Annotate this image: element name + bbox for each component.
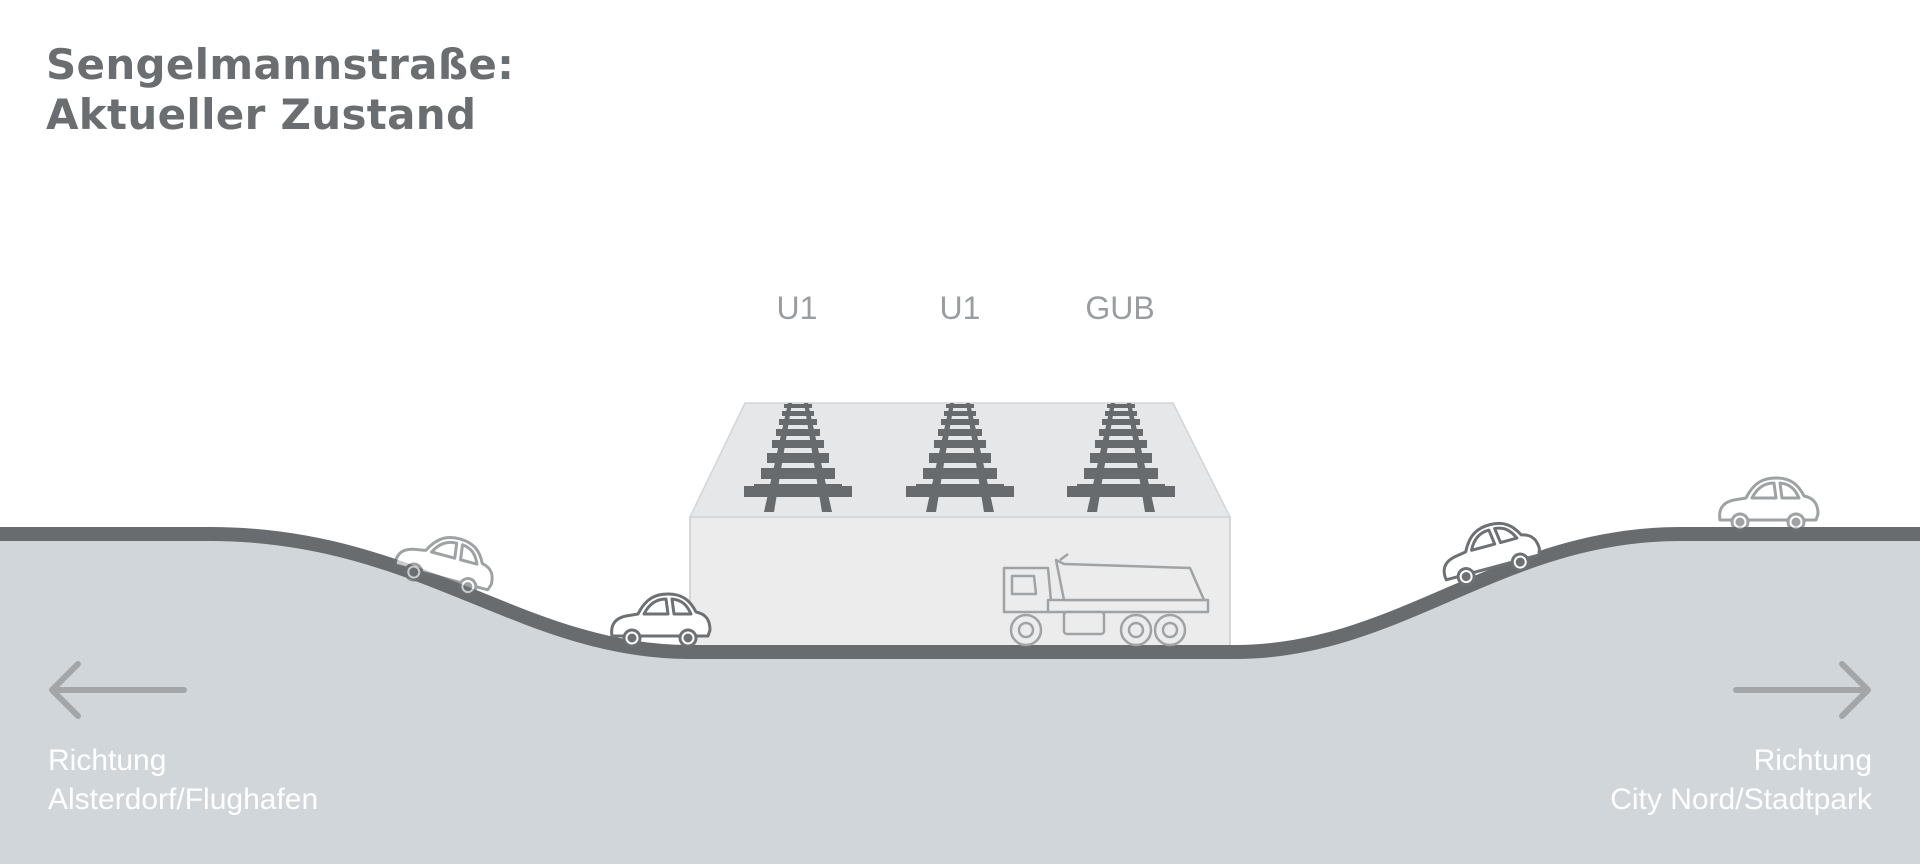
track-label-1: U1 (776, 290, 818, 326)
truck-icon (1002, 553, 1210, 647)
direction-left-line-2: Alsterdorf/Flughafen (48, 783, 319, 816)
track-label-3: GUB (1085, 290, 1155, 326)
car-icon-4 (1718, 476, 1820, 532)
direction-label-left: Richtung Alsterdorf/Flughafen (48, 741, 318, 819)
direction-right-line-2: City Nord/Stadtpark (1610, 783, 1872, 816)
ground (0, 534, 1920, 864)
track-label-2: U1 (939, 290, 981, 326)
title-line-1: Sengelmannstraße: (46, 40, 515, 89)
road (0, 527, 1920, 659)
direction-right-line-1: Richtung (1753, 744, 1872, 777)
page-title: Sengelmannstraße: Aktueller Zustand (46, 40, 514, 140)
title-line-2: Aktueller Zustand (46, 90, 477, 139)
arrow-left-icon (49, 661, 187, 719)
direction-label-right: Richtung City Nord/Stadtpark (1610, 741, 1872, 819)
arrow-right-icon (1733, 661, 1871, 719)
direction-left-line-1: Richtung (48, 744, 167, 777)
